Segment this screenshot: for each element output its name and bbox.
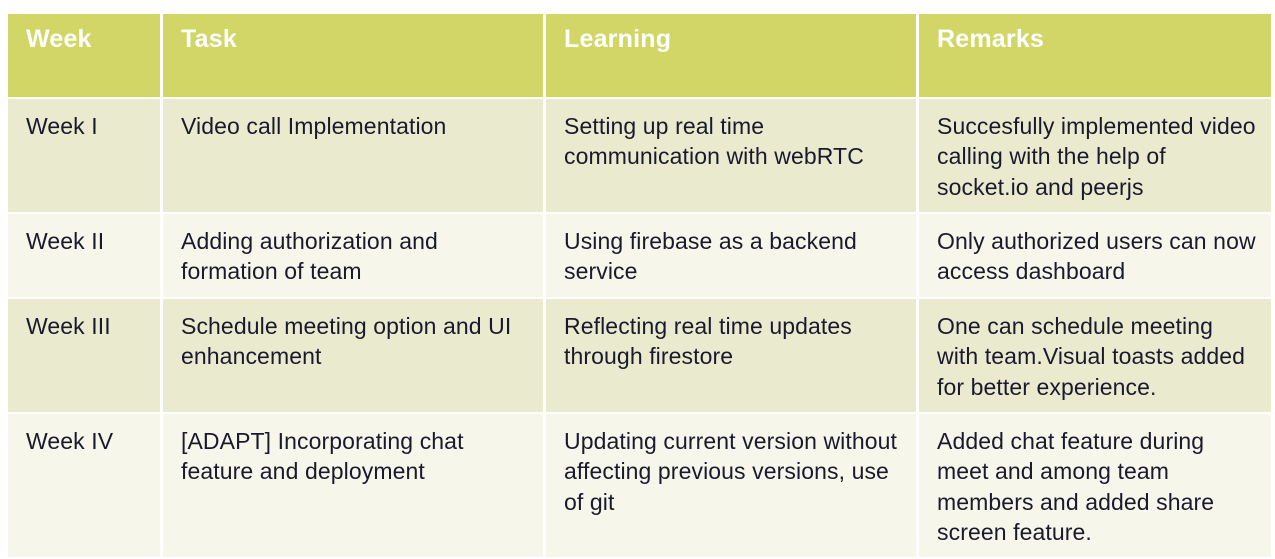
- cell-remarks: One can schedule meeting with team.Visua…: [919, 298, 1271, 412]
- cell-task: Adding authorization and formation of te…: [163, 214, 543, 297]
- column-header-remarks: Remarks: [919, 14, 1271, 97]
- cell-task: Schedule meeting option and UI enhanceme…: [163, 298, 543, 412]
- cell-week: Week I: [8, 99, 160, 213]
- cell-task: Video call Implementation: [163, 99, 543, 213]
- cell-learning: Updating current version without affecti…: [546, 413, 916, 558]
- cell-remarks: Succesfully implemented video calling wi…: [919, 99, 1271, 213]
- cell-remarks: Only authorized users can now access das…: [919, 214, 1271, 297]
- cell-learning: Using firebase as a backend service: [546, 214, 916, 297]
- cell-week: Week II: [8, 214, 160, 297]
- column-header-week: Week: [8, 14, 160, 97]
- header-row: Week Task Learning Remarks: [8, 14, 1271, 97]
- table-row: Week I Video call Implementation Setting…: [8, 99, 1271, 213]
- cell-learning: Setting up real time communication with …: [546, 99, 916, 213]
- weekly-progress-table: Week Task Learning Remarks Week I Video …: [5, 12, 1274, 559]
- cell-week: Week III: [8, 298, 160, 412]
- column-header-task: Task: [163, 14, 543, 97]
- table-row: Week III Schedule meeting option and UI …: [8, 298, 1271, 412]
- column-header-learning: Learning: [546, 14, 916, 97]
- table-header: Week Task Learning Remarks: [8, 14, 1271, 97]
- cell-week: Week IV: [8, 413, 160, 558]
- cell-remarks: Added chat feature during meet and among…: [919, 413, 1271, 558]
- table-body: Week I Video call Implementation Setting…: [8, 99, 1271, 558]
- table-row: Week II Adding authorization and formati…: [8, 214, 1271, 297]
- cell-task: [ADAPT] Incorporating chat feature and d…: [163, 413, 543, 558]
- page-canvas: Week Task Learning Remarks Week I Video …: [8, 14, 1271, 558]
- cell-learning: Reflecting real time updates through fir…: [546, 298, 916, 412]
- table-row: Week IV [ADAPT] Incorporating chat featu…: [8, 413, 1271, 558]
